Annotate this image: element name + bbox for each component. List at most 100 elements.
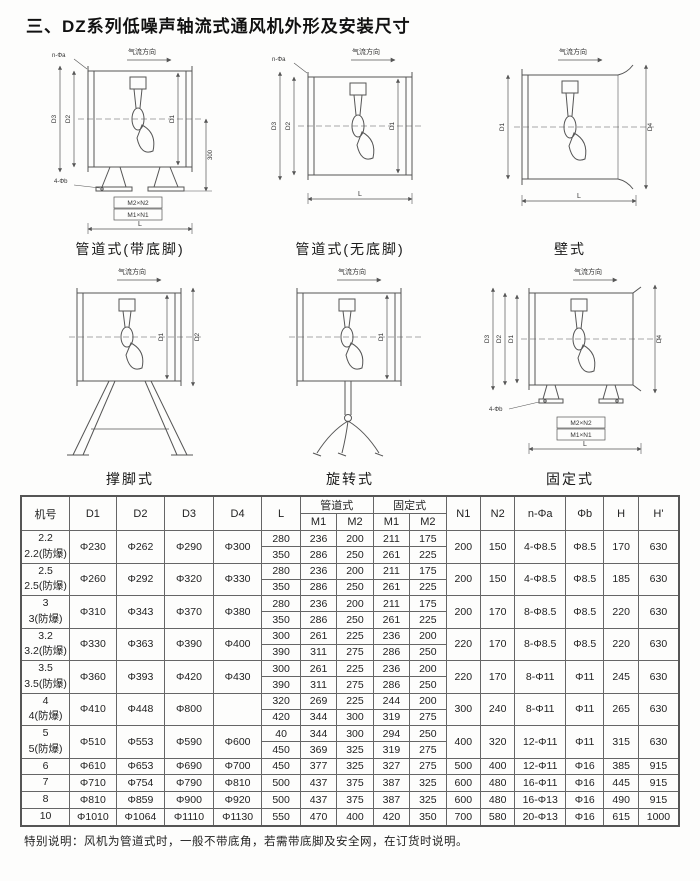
table-cell: 280 xyxy=(261,529,301,548)
fan-drawing-legs: 气流方向 D1 D2 xyxy=(67,267,201,456)
drawing-labels: 气流方向 n-Φa D2 D3 D1 300 4-Φb M2×N2 M1×N1 … xyxy=(51,47,214,228)
col-header: N2 xyxy=(479,495,516,531)
col-header: M2 xyxy=(409,513,447,531)
diagram-caption: 固定式 xyxy=(546,471,594,487)
table-cell: 915 xyxy=(637,757,680,776)
table-cell: 200 xyxy=(409,659,447,678)
table-cell: 8-Φ8.5 xyxy=(514,627,566,661)
table-cell: 16-Φ11 xyxy=(514,774,566,792)
table-cell: 236 xyxy=(299,529,338,548)
table-header: 机号 D1 D2 D3 D4 L 管道式 固定式 N1 N2 n-Φa Φb H… xyxy=(20,495,680,531)
table-cell xyxy=(212,692,263,726)
table-cell: Φ390 xyxy=(164,627,214,661)
drawing-lines xyxy=(289,277,421,457)
table-cell: 630 xyxy=(637,530,680,564)
table-cell: Φ330 xyxy=(212,562,263,596)
dim-label: D2 xyxy=(194,332,201,341)
dim-label: 4-Φb xyxy=(489,407,503,413)
table-cell: Φ1064 xyxy=(115,807,166,827)
table-cell: Φ590 xyxy=(164,725,214,759)
table-cell: 6 xyxy=(20,757,71,776)
table-cell: Φ8.5 xyxy=(564,627,605,661)
dim-label: n-Φa xyxy=(52,53,66,59)
drawing-lines xyxy=(505,57,654,206)
dim-label: M2×N2 xyxy=(570,420,592,427)
table-cell: 240 xyxy=(479,692,516,726)
table-cell: 7 xyxy=(20,774,71,792)
diagram-fixed: 气流方向 D1 D2 D3 D4 4-Φb M2×N2 M1×N1 L 固定式 xyxy=(465,259,675,489)
table-cell: 236 xyxy=(299,562,338,580)
col-header: n-Φa xyxy=(514,495,566,531)
diagram-wall: 气流方向 D1 D4 L 壁式 xyxy=(470,39,670,259)
table-cell: 700 xyxy=(445,807,481,827)
table-cell: 286 xyxy=(299,578,338,597)
table-cell: Φ400 xyxy=(212,627,263,661)
table-cell: 319 xyxy=(372,708,411,727)
table-cell: 300 xyxy=(445,692,481,726)
col-header: H' xyxy=(637,495,680,531)
table-cell: Φ16 xyxy=(564,757,605,776)
col-header: M2 xyxy=(336,513,374,531)
col-header: M1 xyxy=(299,513,338,531)
table-cell: Φ920 xyxy=(212,791,263,809)
dim-label: M2×N2 xyxy=(127,200,149,207)
table-cell: 225 xyxy=(336,659,374,678)
table-cell: Φ553 xyxy=(115,725,166,759)
table-cell: Φ290 xyxy=(164,530,214,564)
table-cell: Φ1110 xyxy=(164,807,214,827)
table-cell: 200 xyxy=(336,594,374,613)
table-cell: 2.2 2.2(防爆) xyxy=(20,530,71,564)
diagram-caption: 壁式 xyxy=(554,241,586,257)
table-cell: 200 xyxy=(409,627,447,645)
table-cell: 250 xyxy=(409,724,447,743)
dim-label: D1 xyxy=(508,334,515,343)
table-cell: 450 xyxy=(261,757,301,776)
table-cell: 245 xyxy=(603,660,639,694)
dim-label: D1 xyxy=(158,332,165,341)
dim-label: D3 xyxy=(271,121,278,130)
table-cell: 350 xyxy=(409,807,447,827)
table-cell: 375 xyxy=(336,774,374,792)
table-cell: 1000 xyxy=(637,807,680,827)
drawing-labels: 气流方向 n-Φa D2 D3 D1 L xyxy=(271,47,396,198)
table-cell: Φ330 xyxy=(69,627,117,661)
table-cell: 375 xyxy=(336,791,374,809)
drawing-lines xyxy=(67,277,201,456)
fan-drawing-fixed: 气流方向 D1 D2 D3 D4 4-Φb M2×N2 M1×N1 L xyxy=(484,267,663,454)
table-cell: Φ448 xyxy=(115,692,166,726)
table-cell: Φ16 xyxy=(564,774,605,792)
table-cell: 200 xyxy=(336,529,374,548)
dim-label: M1×N1 xyxy=(127,212,149,219)
table-cell: Φ360 xyxy=(69,660,117,694)
table-cell: 236 xyxy=(299,594,338,613)
table-cell: 550 xyxy=(261,807,301,827)
table-cell: 280 xyxy=(261,562,301,580)
table-cell: 315 xyxy=(603,725,639,759)
table-cell: Φ653 xyxy=(115,757,166,776)
dim-label: L xyxy=(358,191,362,198)
table-cell: Φ700 xyxy=(212,757,263,776)
table-cell: Φ300 xyxy=(212,530,263,564)
table-cell: 211 xyxy=(372,562,411,580)
table-cell: 480 xyxy=(479,791,516,809)
dim-label: D2 xyxy=(65,114,72,123)
table-cell: 261 xyxy=(299,659,338,678)
dim-label: M1×N1 xyxy=(570,432,592,439)
table-cell: 16-Φ13 xyxy=(514,791,566,809)
diagram-duct-nofeet: 气流方向 n-Φa D2 D3 D1 L 管道式(无底脚) xyxy=(250,39,450,259)
table-cell: Φ790 xyxy=(164,774,214,792)
table-cell: 4 4(防爆) xyxy=(20,692,71,726)
table-cell: 630 xyxy=(637,692,680,726)
table-cell: Φ262 xyxy=(115,530,166,564)
table-cell: 275 xyxy=(409,757,447,776)
page-title: 三、DZ系列低噪声轴流式通风机外形及安装尺寸 xyxy=(26,17,411,36)
table-cell: Φ510 xyxy=(69,725,117,759)
table-cell: Φ900 xyxy=(164,791,214,809)
dim-label: D4 xyxy=(647,122,654,131)
table-cell: 4-Φ8.5 xyxy=(514,530,566,564)
